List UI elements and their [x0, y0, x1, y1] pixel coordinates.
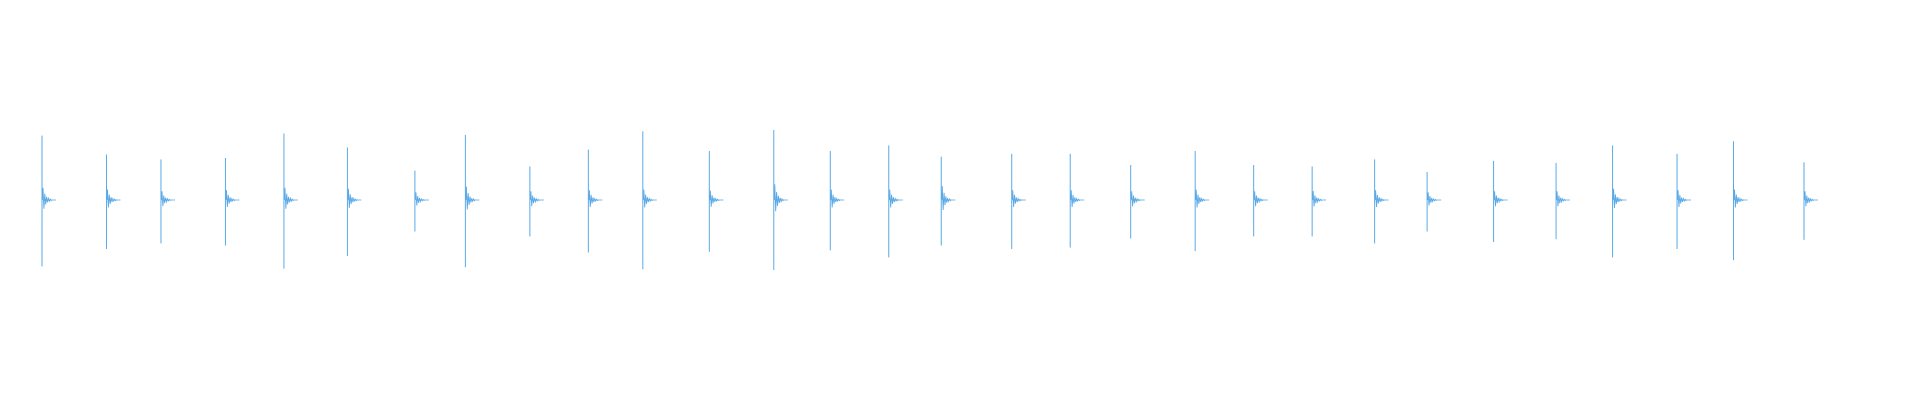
spike-tail — [1253, 191, 1264, 207]
waveform-spike — [1426, 172, 1442, 232]
waveform-spike — [464, 134, 480, 268]
waveform-spike — [773, 130, 788, 270]
spike-tail — [283, 187, 295, 209]
spike-tail — [1733, 189, 1744, 208]
waveform-spike — [1612, 145, 1627, 258]
waveform-spike — [346, 147, 362, 256]
spike-tail — [529, 191, 541, 207]
waveform-spike — [529, 166, 544, 237]
waveform-spike — [1130, 165, 1145, 239]
spike-tail — [225, 190, 236, 208]
waveform-spike — [1253, 165, 1268, 237]
spike-tail — [1374, 190, 1385, 208]
spike-tail — [1804, 191, 1815, 207]
spike-tail — [642, 189, 654, 208]
spike-tail — [1556, 191, 1567, 207]
waveform-spike — [829, 151, 845, 251]
waveform-spike — [888, 145, 903, 258]
waveform-spike — [1069, 153, 1085, 248]
waveform-spike — [1374, 159, 1389, 244]
waveform-spike — [224, 158, 240, 246]
spike-tail — [161, 191, 172, 207]
spike-tail — [1677, 190, 1688, 208]
spike-tail — [106, 189, 117, 208]
waveform-spike — [1555, 162, 1571, 240]
spike-tail — [1011, 190, 1023, 208]
spike-tail — [773, 184, 785, 212]
waveform-spike — [642, 131, 657, 270]
spike-tail — [1493, 191, 1504, 207]
spike-tail — [888, 189, 900, 208]
waveform-spike — [160, 159, 175, 244]
waveform-spike — [1493, 160, 1508, 242]
waveform-spike — [1733, 141, 1748, 261]
spike-tail — [1612, 188, 1623, 209]
waveform-spike — [1011, 153, 1026, 249]
spike-tail — [1130, 191, 1141, 207]
waveform-spike — [587, 149, 603, 253]
spike-tail — [1070, 190, 1081, 208]
spike-tail — [1312, 190, 1323, 207]
spike-tail — [588, 190, 599, 208]
spike-tail — [1427, 192, 1438, 206]
waveform-spike — [940, 156, 956, 246]
spike-tail — [709, 190, 720, 207]
spike-tail — [414, 192, 426, 206]
spike-tail — [1195, 189, 1206, 208]
waveform-spike — [414, 170, 429, 232]
waveform-spike — [1311, 166, 1327, 237]
spike-tail — [465, 186, 476, 210]
waveform-spike — [1676, 153, 1692, 249]
waveform-spike — [105, 154, 121, 249]
waveform-spike — [41, 135, 56, 267]
waveform-spike — [1194, 151, 1210, 252]
waveform-spike — [708, 151, 724, 252]
spike-tail — [941, 185, 952, 211]
spike-tail — [42, 187, 53, 209]
waveform-spike — [1803, 162, 1818, 240]
spike-tail — [830, 189, 841, 208]
spike-tail — [347, 188, 358, 209]
waveform-spike — [283, 133, 298, 269]
